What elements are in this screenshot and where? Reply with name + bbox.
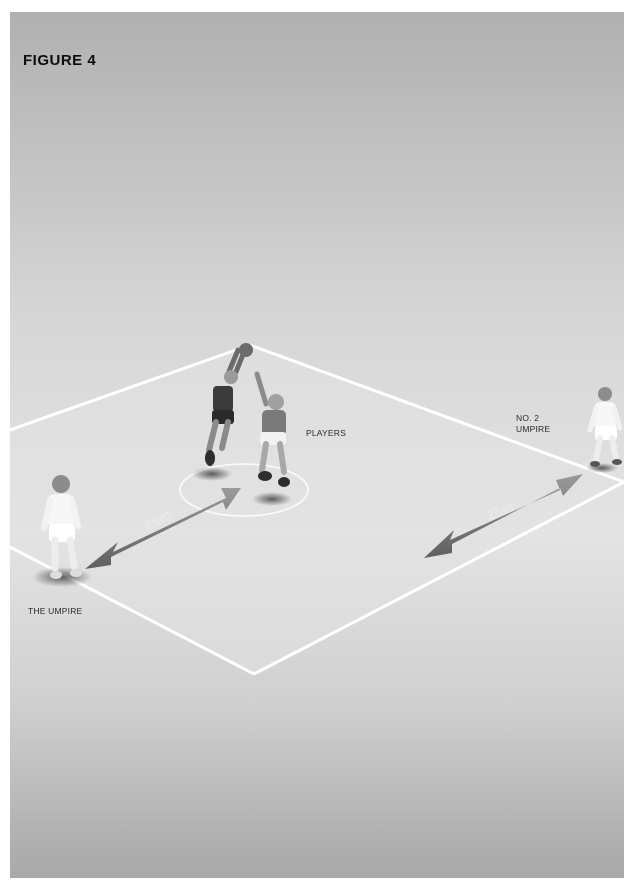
- umpire2-label-line1: NO. 2: [516, 413, 576, 424]
- figure-title: FIGURE 4: [23, 52, 96, 69]
- player-shadow: [252, 492, 292, 506]
- court-diagram: 25m 25m: [10, 12, 624, 878]
- figure-panel: 25m 25m: [10, 12, 624, 878]
- umpire2-label-line2: UMPIRE: [516, 424, 576, 435]
- umpire-label: THE UMPIRE: [28, 606, 82, 617]
- umpire-shadow: [32, 567, 92, 587]
- players-label: PLAYERS: [306, 428, 346, 439]
- player-shadow: [192, 467, 232, 481]
- umpire2-label: NO. 2 UMPIRE: [516, 413, 576, 435]
